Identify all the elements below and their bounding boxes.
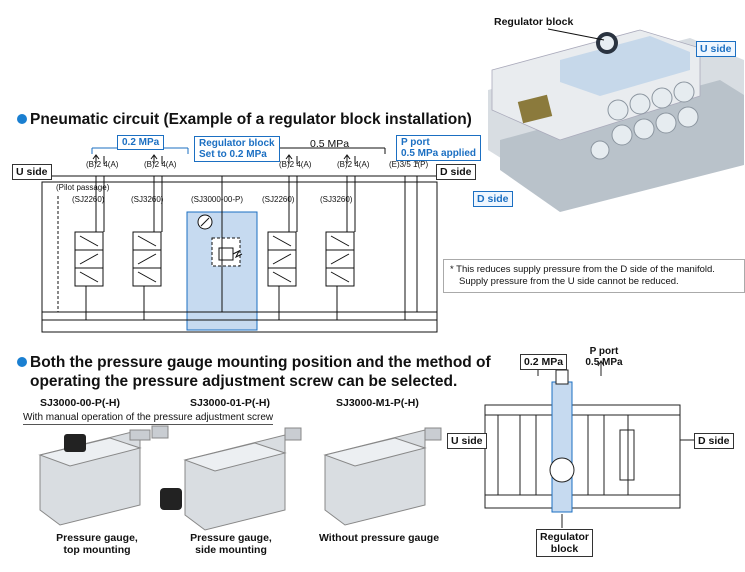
note-line2: Supply pressure from the U side cannot b… [459, 276, 679, 287]
pilot-passage-label: (Pilot passage) [56, 183, 110, 192]
caption-line: Pressure gauge, [56, 532, 138, 544]
bullet-icon [17, 357, 27, 367]
caption-line: Pressure gauge, [190, 532, 272, 544]
regulator-block-callout: Regulator block Set to 0.2 MPa [194, 136, 280, 162]
valve-model-label: (SJ3260) [320, 195, 353, 204]
note-asterisk: * [450, 264, 454, 275]
circuit-u-side-label: U side [12, 164, 52, 180]
product-side-mounting [160, 427, 302, 531]
drawing-pport-line1: P port [589, 346, 619, 357]
circuit-heading: Pneumatic circuit (Example of a regulato… [17, 110, 472, 129]
circuit-heading-text: Pneumatic circuit (Example of a regulato… [30, 111, 472, 128]
caption-line: top mounting [63, 544, 131, 556]
pport-callout: P port 0.5 MPa applied [396, 135, 482, 161]
product-without-gauge [323, 427, 442, 526]
caption-top-mounting: Pressure gauge, top mounting [42, 532, 152, 556]
note-line1-text: This reduces supply pressure from the D … [456, 264, 715, 275]
manual-operation-note: With manual operation of the pressure ad… [23, 412, 274, 425]
model-name: SJ3000-00-P(-H) [40, 397, 120, 409]
product-illustrations [38, 425, 442, 531]
pport-callout-line1: P port [401, 137, 430, 148]
photo-d-side-label: D side [473, 191, 513, 207]
valve-5 [325, 176, 356, 320]
photo-regulator-block-label: Regulator block [494, 16, 574, 28]
model-name: SJ3000-M1-P(-H) [336, 397, 419, 409]
bullet-icon [17, 114, 27, 124]
model-name: SJ3000-01-P(-H) [190, 397, 270, 409]
product-top-mounting [38, 425, 169, 526]
valve-2 [132, 176, 163, 320]
drawing-regulator-line1: Regulator [540, 531, 590, 543]
drawing-pport-label: P port 0.5 MPa [584, 346, 624, 368]
port-label: (B)2 4(A) [144, 160, 177, 169]
drawing-u-side-label: U side [447, 433, 487, 449]
drawing-d-side-label: D side [694, 433, 734, 449]
valve-4 [267, 176, 298, 320]
regulator-callout-line1: Regulator block [199, 138, 275, 149]
valve-model-label: (SJ2260) [262, 195, 295, 204]
manifold-photo [488, 28, 744, 212]
note-line1: * This reduces supply pressure from the … [450, 264, 738, 276]
valve-1 [74, 176, 105, 320]
circuit-pressure-05-label: 0.5 MPa [310, 138, 350, 150]
regulator-callout-line2: Set to 0.2 MPa [199, 149, 267, 160]
selection-heading-line1: Both the pressure gauge mounting positio… [30, 354, 491, 371]
drawing-regulator-block-label: Regulator block [536, 529, 594, 557]
circuit-pressure-02-label: 0.2 MPa [117, 135, 165, 150]
drawing-pport-line2: 0.5 MPa [585, 357, 623, 368]
selection-heading: Both the pressure gauge mounting positio… [17, 353, 491, 372]
pport-callout-line2: 0.5 MPa applied [401, 148, 477, 159]
note-box: * This reduces supply pressure from the … [443, 259, 745, 293]
top-view-drawing [470, 360, 695, 528]
circuit-d-side-label: D side [436, 164, 476, 180]
caption-side-mounting: Pressure gauge, side mounting [176, 532, 286, 556]
drawing-regulator-line2: block [550, 543, 579, 555]
valve-model-label: (SJ3000-00-P) [191, 195, 244, 204]
caption-without-gauge: Without pressure gauge [318, 532, 440, 544]
drawing-pressure-02-label: 0.2 MPa [520, 354, 568, 370]
port-label: (B)2 4(A) [86, 160, 119, 169]
caption-line: side mounting [195, 544, 267, 556]
valve-model-label: (SJ3260) [131, 195, 164, 204]
selection-heading-line2: operating the pressure adjustment screw … [30, 373, 458, 390]
valve-model-label: (SJ2260) [72, 195, 105, 204]
photo-u-side-label: U side [696, 41, 736, 57]
port-label: (B)2 4(A) [337, 160, 370, 169]
pneumatic-circuit [41, 147, 438, 333]
port-label: (E)3/5 1(P) [389, 160, 429, 169]
port-label: (B)2 4(A) [279, 160, 312, 169]
